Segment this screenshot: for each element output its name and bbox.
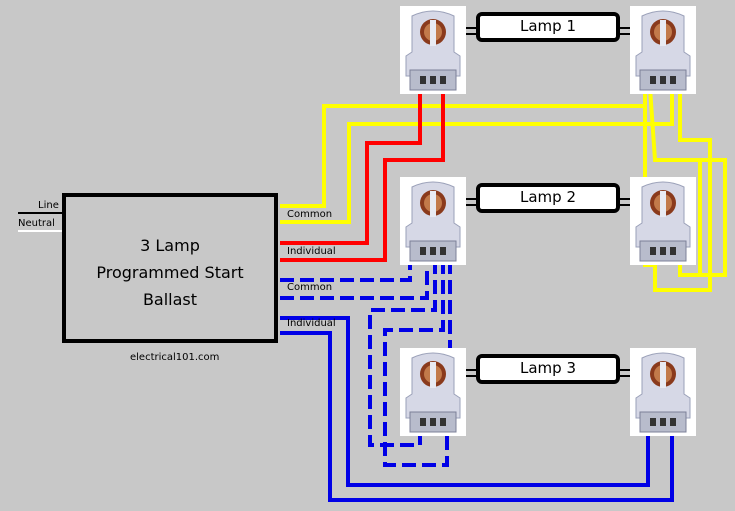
neutral-label: Neutral bbox=[18, 218, 55, 229]
common-label-2: Common bbox=[287, 282, 333, 293]
red-individual-wires bbox=[280, 88, 445, 262]
lamp-3-label: Lamp 3 bbox=[520, 359, 576, 377]
input-wires bbox=[18, 212, 64, 232]
ballast-title-line3: Ballast bbox=[142, 290, 198, 309]
individual-label-2: Individual bbox=[287, 318, 336, 329]
ballast-title-line1: 3 Lamp bbox=[140, 236, 200, 255]
blue-individual-wires bbox=[280, 316, 674, 502]
watermark: electrical101.com bbox=[130, 352, 220, 363]
lamp-tubes bbox=[462, 12, 632, 384]
lamp-2-label: Lamp 2 bbox=[520, 188, 576, 206]
ballast-box bbox=[62, 193, 278, 343]
individual-label-1: Individual bbox=[287, 246, 336, 257]
common-label-1: Common bbox=[287, 209, 333, 220]
lamp-1-label: Lamp 1 bbox=[520, 17, 576, 35]
line-label: Line bbox=[38, 200, 59, 211]
ballast-title-line2: Programmed Start bbox=[96, 263, 244, 282]
